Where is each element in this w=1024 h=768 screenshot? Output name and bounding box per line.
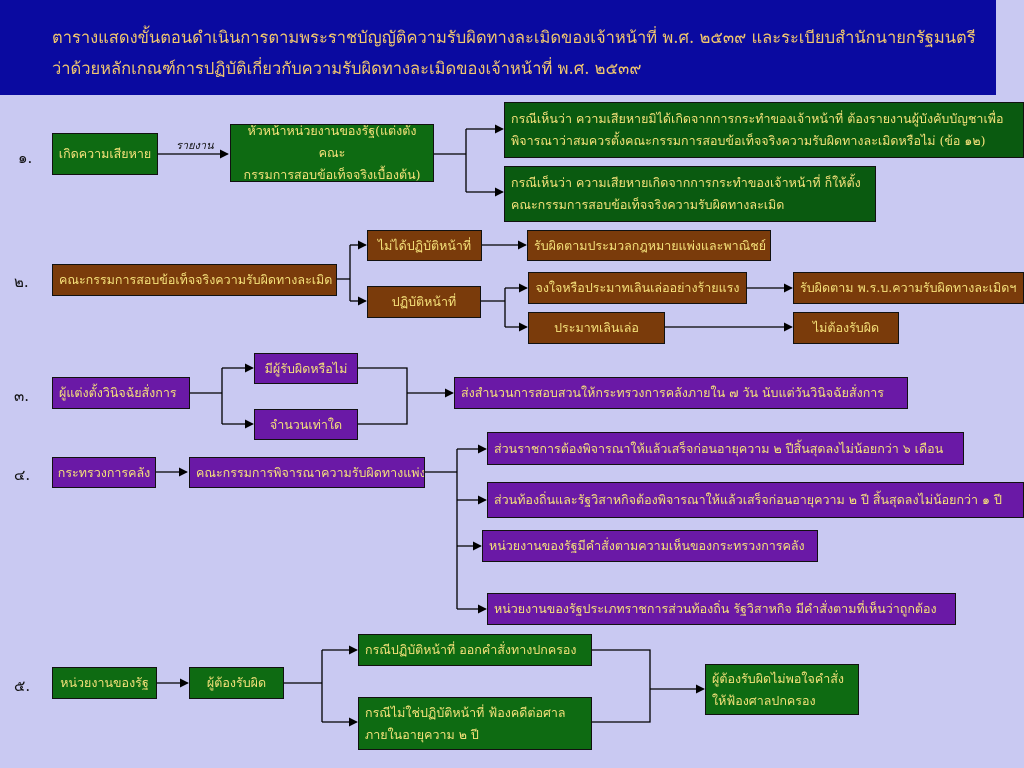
agency-head-line-2: กรรมการสอบข้อเท็จจริงเบื้องต้น) (243, 167, 421, 182)
civil-liability-committee-box: คณะกรรมการพิจารณาความรับผิดทางแพ่ง (189, 457, 425, 488)
case-not-official-box: กรณีเห็นว่า ความเสียหายมิได้เกิดจากการกร… (504, 102, 1024, 158)
report-edge-label: รายงาน (176, 139, 214, 152)
agency-head-box: หัวหน้าหน่วยงานของรัฐ(แต่งตั้งคณะ กรรมกา… (230, 124, 434, 182)
case-official-box: กรณีเห็นว่า ความเสียหายเกิดจากการกระทำขอ… (504, 166, 876, 222)
case-not-official-line-2: พิจารณาว่าสมควรตั้งคณะกรรมการสอบข้อเท็จจ… (511, 133, 986, 148)
who-liable-box: มีผู้รับผิดหรือไม่ (254, 353, 358, 384)
negligence-box: ประมาทเลินเล่อ (528, 312, 665, 344)
step-number-4: ๔. (14, 466, 31, 484)
liable-person-box: ผู้ต้องรับผิด (189, 667, 284, 699)
non-duty-court-box: กรณีไม่ใช่ปฏิบัติหน้าที่ ฟ้องคดีต่อศาล ภ… (358, 697, 592, 750)
step-number-1: ๑. (18, 149, 33, 167)
non-duty-court-line-2: ภายในอายุความ ๒ ปี (365, 726, 479, 742)
page-title: ตารางแสดงขั้นตอนดำเนินการตามพระราชบัญญัต… (52, 22, 987, 84)
damage-occurred-box: เกิดความเสียหาย (52, 133, 158, 175)
case-official-line-2: คณะกรรมการสอบข้อเท็จจริงความรับผิดทางละเ… (511, 197, 785, 212)
step-number-2: ๒. (14, 273, 29, 291)
not-liable-box: ไม่ต้องรับผิด (793, 312, 899, 344)
non-duty-court-line-1: กรณีไม่ใช่ปฏิบัติหน้าที่ ฟ้องคดีต่อศาล (365, 704, 566, 720)
administrative-court-line-1: ผู้ต้องรับผิดไม่พอใจคำสั่ง (712, 670, 844, 686)
local-agency-order-box: หน่วยงานของรัฐประเภทราชการส่วนท้องถิ่น ร… (487, 593, 956, 625)
case-official-line-1: กรณีเห็นว่า ความเสียหายเกิดจากการกระทำขอ… (511, 175, 861, 190)
ministry-of-finance-box: กระทรวงการคลัง (52, 457, 156, 488)
on-duty-box: ปฏิบัติหน้าที่ (367, 286, 481, 318)
send-to-ministry-box: ส่งสำนวนการสอบสวนให้กระทรวงการคลังภายใน … (454, 377, 908, 409)
liable-under-act-box: รับผิดตาม พ.ร.บ.ความรับผิดทางละเมิดฯ (793, 272, 1024, 304)
gov-agency-deadline-box: ส่วนราชการต้องพิจารณาให้แล้วเสร็จก่อนอาย… (487, 432, 964, 465)
agency-order-per-ministry-box: หน่วยงานของรัฐมีคำสั่งตามความเห็นของกระท… (482, 530, 818, 562)
gross-negligence-box: จงใจหรือประมาทเลินเล่ออย่างร้ายแรง (528, 272, 747, 304)
state-agency-box: หน่วยงานของรัฐ (52, 667, 157, 699)
step-number-3: ๓. (14, 387, 30, 405)
administrative-court-box: ผู้ต้องรับผิดไม่พอใจคำสั่ง ให้ฟ้องศาลปกค… (705, 664, 859, 715)
administrative-court-line-2: ให้ฟ้องศาลปกครอง (712, 692, 816, 708)
appointer-decides-box: ผู้แต่งตั้งวินิจฉัยสั่งการ (52, 377, 190, 409)
title-line-2: ว่าด้วยหลักเกณฑ์การปฏิบัติเกี่ยวกับความร… (52, 59, 642, 78)
case-not-official-line-1: กรณีเห็นว่า ความเสียหายมิได้เกิดจากการกร… (511, 111, 1004, 126)
local-enterprise-deadline-box: ส่วนท้องถิ่นและรัฐวิสาหกิจต้องพิจารณาให้… (487, 482, 1024, 518)
civil-code-liability-box: รับผิดตามประมวลกฎหมายแพ่งและพาณิชย์ (527, 230, 771, 261)
agency-head-line-1: หัวหน้าหน่วยงานของรัฐ(แต่งตั้งคณะ (247, 124, 417, 160)
duty-case-order-box: กรณีปฏิบัติหน้าที่ ออกคำสั่งทางปกครอง (358, 634, 592, 666)
step-number-5: ๕. (14, 677, 31, 695)
fact-committee-box: คณะกรรมการสอบข้อเท็จจริงความรับผิดทางละเ… (52, 264, 337, 296)
how-much-box: จำนวนเท่าใด (254, 409, 358, 440)
title-bar (0, 0, 996, 95)
title-line-1: ตารางแสดงขั้นตอนดำเนินการตามพระราชบัญญัต… (52, 28, 976, 47)
not-on-duty-box: ไม่ได้ปฏิบัติหน้าที่ (367, 230, 482, 261)
